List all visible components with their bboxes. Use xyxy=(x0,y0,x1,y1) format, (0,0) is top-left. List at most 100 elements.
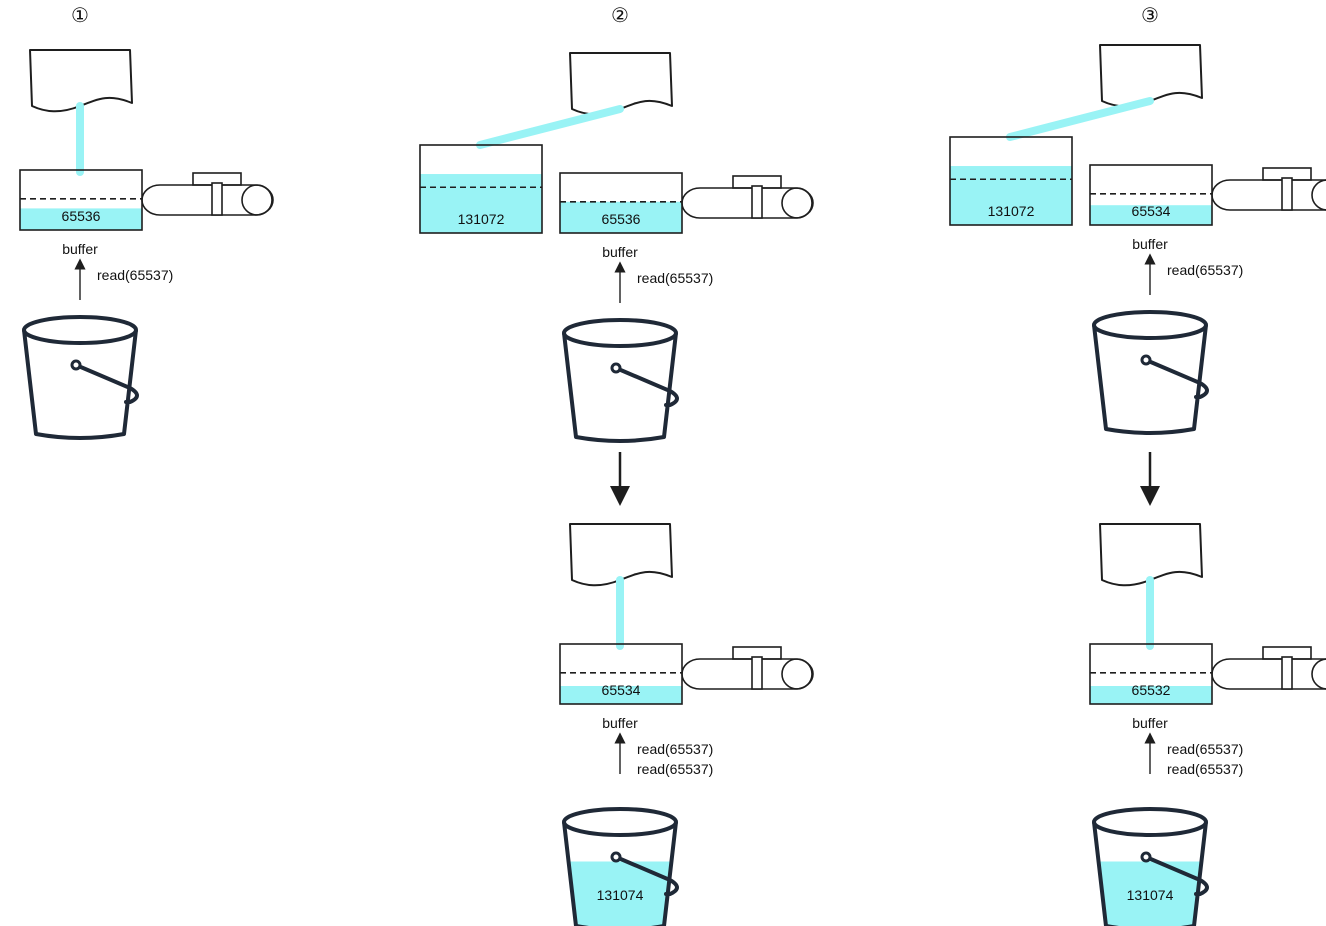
tap-end xyxy=(781,658,813,690)
step-2-stage-after: 65534 buffer read(65537) read(65537) 131074 xyxy=(559,523,814,926)
read-call-label: read(65537) xyxy=(637,270,713,286)
bucket-body xyxy=(1092,324,1208,435)
buffer-box-value: 65536 xyxy=(602,211,641,227)
bucket-icon: 131074 xyxy=(562,807,679,926)
tap-stem xyxy=(211,182,223,216)
tap-icon xyxy=(681,175,814,219)
overflow-buffer-value: 131072 xyxy=(458,211,505,227)
water-stream xyxy=(476,105,624,149)
buffer-box-fill xyxy=(1090,205,1212,225)
tap-end xyxy=(781,187,813,219)
step-3-stage-after: 65532 buffer read(65537) read(65537) 131074 xyxy=(1089,523,1326,926)
buffer-box: 65536 xyxy=(559,172,683,234)
overflow-buffer-outline xyxy=(419,144,543,234)
buffer-box: 65534 xyxy=(1089,164,1213,226)
source-file-icon xyxy=(29,49,133,113)
overflow-buffer: 131072 xyxy=(419,144,543,234)
tap-stem xyxy=(751,185,763,219)
bucket-handle-pivot xyxy=(1140,354,1152,366)
bucket-handle-pivot xyxy=(1140,851,1152,863)
tap-body xyxy=(681,658,814,690)
tap-body xyxy=(1211,658,1326,690)
bucket-rim xyxy=(1092,310,1208,340)
step-number-label: ③ xyxy=(1141,5,1159,27)
bucket-value: 131074 xyxy=(597,887,644,903)
buffer-label: buffer xyxy=(1132,715,1168,731)
source-outline xyxy=(569,52,673,116)
buffer-box-fill xyxy=(20,208,142,230)
buffer-box-value: 65532 xyxy=(1132,682,1171,698)
read-call-label: read(65537) xyxy=(637,741,713,757)
buffer-box-fill xyxy=(560,201,682,233)
read-call-label: read(65537) xyxy=(1167,741,1243,757)
step-2-stage-before: 131072 65536 buffer read(65537) xyxy=(419,52,814,443)
source-outline xyxy=(1099,523,1203,587)
bucket-icon xyxy=(22,315,139,440)
source-file-icon xyxy=(1099,523,1203,587)
bucket-icon xyxy=(562,318,679,443)
bucket-rim xyxy=(562,807,678,837)
tap-icon xyxy=(141,172,274,216)
bucket-icon xyxy=(1092,310,1209,435)
tap-end xyxy=(1311,179,1326,211)
buffer-box-value: 65534 xyxy=(1132,203,1171,219)
tap-icon xyxy=(681,646,814,690)
buffer-label: buffer xyxy=(1132,236,1168,252)
overflow-buffer-fill xyxy=(950,166,1072,225)
buffer-box-fill xyxy=(1090,686,1212,704)
overflow-buffer-fill xyxy=(420,174,542,233)
tap-stem xyxy=(1281,656,1293,690)
tap-body xyxy=(681,187,814,219)
buffer-box-fill xyxy=(560,686,682,704)
source-file-icon xyxy=(569,52,673,116)
buffer-box: 65536 xyxy=(19,169,143,231)
bucket-handle xyxy=(74,363,139,404)
source-file-icon xyxy=(569,523,673,587)
step-number-label: ① xyxy=(71,5,89,27)
bucket-handle xyxy=(1144,358,1209,399)
bucket-handle xyxy=(614,366,679,407)
water-stream xyxy=(1006,97,1154,141)
source-outline xyxy=(569,523,673,587)
overflow-buffer: 131072 xyxy=(949,136,1073,226)
bucket-handle-pivot xyxy=(610,362,622,374)
bucket-water xyxy=(568,861,672,926)
tap-stem xyxy=(751,656,763,690)
buffer-label: buffer xyxy=(602,244,638,260)
tap-stem xyxy=(1281,177,1293,211)
read-call-label: read(65537) xyxy=(97,267,173,283)
tap-end xyxy=(241,184,273,216)
tap-end xyxy=(1311,658,1326,690)
source-outline xyxy=(29,49,133,113)
tap-body xyxy=(141,184,274,216)
step-number-label: ② xyxy=(611,5,629,27)
tap-icon xyxy=(1211,646,1326,690)
read-call-label: read(65537) xyxy=(1167,761,1243,777)
bucket-handle xyxy=(1144,855,1209,896)
bucket-value: 131074 xyxy=(1127,887,1174,903)
buffer-box-value: 65536 xyxy=(62,208,101,224)
source-outline xyxy=(1099,44,1203,108)
bucket-handle-pivot xyxy=(70,359,82,371)
bucket-icon: 131074 xyxy=(1092,807,1209,926)
read-call-label: read(65537) xyxy=(1167,262,1243,278)
bucket-body xyxy=(562,332,678,443)
buffer-label: buffer xyxy=(62,241,98,257)
bucket-water xyxy=(1098,861,1202,926)
buffer-box: 65532 xyxy=(1089,643,1213,705)
read-call-label: read(65537) xyxy=(637,761,713,777)
source-file-icon xyxy=(1099,44,1203,108)
buffer-box-value: 65534 xyxy=(602,682,641,698)
overflow-buffer-value: 131072 xyxy=(988,203,1035,219)
tap-icon xyxy=(1211,167,1326,211)
tap-body xyxy=(1211,179,1326,211)
buffer-label: buffer xyxy=(602,715,638,731)
bucket-rim xyxy=(1092,807,1208,837)
bucket-body xyxy=(22,329,138,440)
bucket-rim xyxy=(22,315,138,345)
bucket-handle-pivot xyxy=(610,851,622,863)
step-1-stage-before: 65536 buffer read(65537) xyxy=(19,49,274,440)
buffer-box: 65534 xyxy=(559,643,683,705)
bucket-rim xyxy=(562,318,678,348)
